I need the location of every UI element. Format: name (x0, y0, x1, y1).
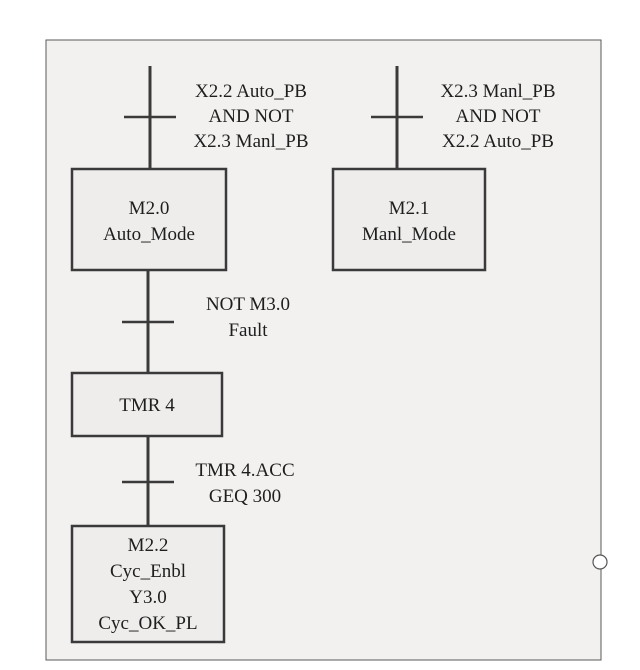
step-label: M2.0 (129, 198, 170, 219)
step-label: Auto_Mode (103, 224, 195, 245)
transition-label: TMR 4.ACC (195, 460, 294, 481)
step-label: Y3.0 (129, 587, 166, 608)
transition-label: X2.2 Auto_PB (195, 81, 307, 102)
step-label: M2.2 (128, 535, 169, 556)
transition-label: X2.3 Manl_PB (193, 131, 308, 152)
transition-label: Fault (228, 320, 268, 341)
step-auto-mode[interactable] (70, 167, 228, 272)
step-manl-mode[interactable] (331, 167, 487, 272)
step-label: TMR 4 (119, 395, 175, 416)
step-label: Manl_Mode (362, 224, 456, 245)
transition-label: GEQ 300 (209, 486, 281, 507)
transition-label: AND NOT (209, 106, 294, 127)
resize-handle[interactable] (592, 554, 608, 570)
step-cyc-enbl[interactable] (70, 524, 226, 644)
step-label: Cyc_Enbl (110, 561, 186, 582)
transition-label: X2.3 Manl_PB (440, 81, 555, 102)
transition-label: X2.2 Auto_PB (442, 131, 554, 152)
transition-label: NOT M3.0 (206, 294, 290, 315)
step-label: M2.1 (389, 198, 430, 219)
step-label: Cyc_OK_PL (98, 613, 197, 634)
transition-label: AND NOT (456, 106, 541, 127)
